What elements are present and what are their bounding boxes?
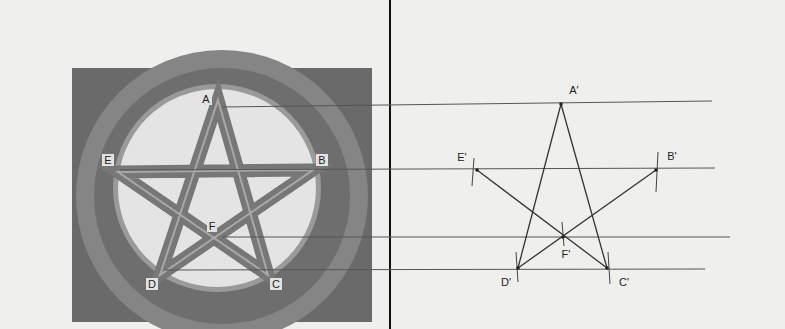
point-label: D [146, 278, 158, 290]
point-label: C [270, 278, 282, 290]
inner-disc [118, 89, 316, 287]
point-label: F' [560, 248, 573, 260]
pentagram [118, 100, 313, 275]
pentagram-highlight [118, 100, 313, 275]
point-label: B [316, 154, 327, 166]
point-label: E' [455, 151, 468, 163]
divider [389, 0, 391, 329]
point-label: A [200, 93, 211, 105]
projection-lines [120, 101, 730, 270]
point-label: E [102, 154, 113, 166]
point-label: D' [499, 276, 513, 288]
inner-rim [113, 84, 321, 292]
outer-ring [76, 50, 368, 329]
tick-marks [472, 152, 658, 284]
point-label: C' [617, 276, 631, 288]
drawn-star [477, 104, 656, 268]
point-label: F [207, 220, 218, 232]
point-label: B' [665, 150, 678, 162]
points [475, 102, 658, 270]
point-label: A' [567, 84, 580, 96]
